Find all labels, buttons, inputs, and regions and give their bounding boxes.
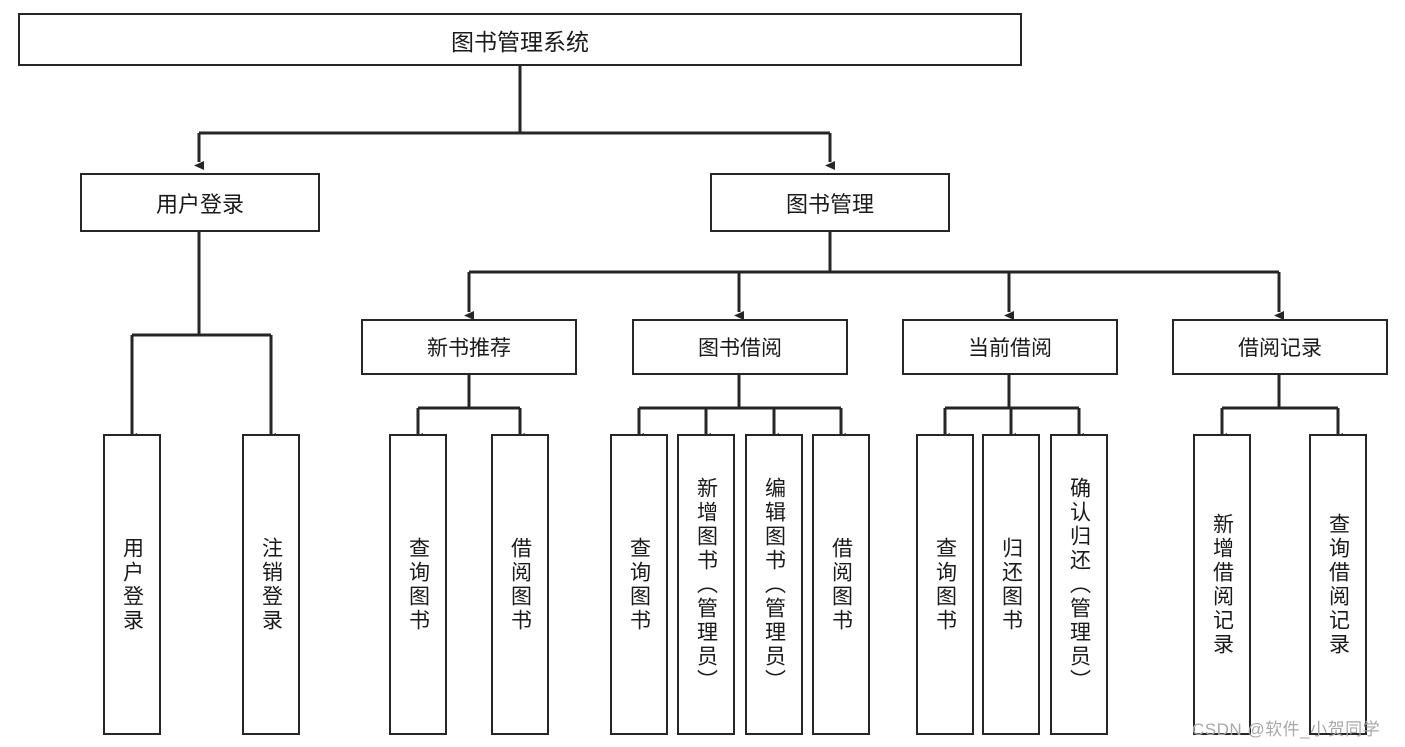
node-leaf-return-book-label: 归还图书 (999, 536, 1023, 633)
node-book-manage-label: 图书管理 (785, 191, 874, 217)
node-root[interactable]: 图书管理系统 (18, 13, 1022, 66)
node-leaf-add-record-label: 新增借阅记录 (1210, 512, 1234, 657)
node-leaf-user-login[interactable]: 用户登录 (103, 434, 161, 735)
node-leaf-borrow-book-2[interactable]: 借阅图书 (812, 434, 870, 735)
node-leaf-query-book-3[interactable]: 查询图书 (916, 434, 974, 735)
node-borrow-record-label: 借阅记录 (1238, 337, 1322, 360)
node-current-borrow[interactable]: 当前借阅 (902, 319, 1118, 375)
csdn-watermark: CSDN @软件_小贺同学 (1192, 720, 1381, 739)
node-new-book-rec[interactable]: 新书推荐 (361, 319, 577, 375)
node-user-login-label: 用户登录 (155, 191, 244, 217)
node-leaf-query-book-2-label: 查询图书 (627, 536, 651, 633)
node-leaf-query-record[interactable]: 查询借阅记录 (1309, 434, 1367, 735)
node-current-borrow-label: 当前借阅 (968, 337, 1052, 360)
node-leaf-user-logout[interactable]: 注销登录 (242, 434, 300, 735)
node-leaf-query-book-3-label: 查询图书 (933, 536, 957, 633)
node-root-label: 图书管理系统 (451, 28, 589, 55)
node-book-manage[interactable]: 图书管理 (710, 173, 950, 232)
node-leaf-add-record[interactable]: 新增借阅记录 (1193, 434, 1251, 735)
node-leaf-borrow-book-1[interactable]: 借阅图书 (491, 434, 549, 735)
node-leaf-query-record-label: 查询借阅记录 (1326, 512, 1350, 657)
node-leaf-query-book-1[interactable]: 查询图书 (389, 434, 447, 735)
node-leaf-borrow-book-1-label: 借阅图书 (508, 536, 532, 633)
node-book-borrow-label: 图书借阅 (698, 337, 782, 360)
node-leaf-return-book[interactable]: 归还图书 (982, 434, 1040, 735)
node-new-book-rec-label: 新书推荐 (427, 337, 511, 360)
node-leaf-user-logout-label: 注销登录 (259, 536, 283, 633)
node-book-borrow[interactable]: 图书借阅 (632, 319, 848, 375)
node-leaf-user-login-label: 用户登录 (120, 536, 144, 633)
node-leaf-query-book-1-label: 查询图书 (406, 536, 430, 633)
node-borrow-record[interactable]: 借阅记录 (1172, 319, 1388, 375)
node-leaf-add-book-label: 新增图书（管理员） (694, 476, 718, 693)
node-leaf-borrow-book-2-label: 借阅图书 (829, 536, 853, 633)
node-leaf-confirm-return-label: 确认归还（管理员） (1067, 476, 1091, 693)
node-leaf-query-book-2[interactable]: 查询图书 (610, 434, 668, 735)
node-leaf-edit-book-label: 编辑图书（管理员） (762, 476, 786, 693)
node-leaf-add-book[interactable]: 新增图书（管理员） (677, 434, 735, 735)
node-user-login[interactable]: 用户登录 (80, 173, 320, 232)
node-leaf-edit-book[interactable]: 编辑图书（管理员） (745, 434, 803, 735)
node-leaf-confirm-return[interactable]: 确认归还（管理员） (1050, 434, 1108, 735)
